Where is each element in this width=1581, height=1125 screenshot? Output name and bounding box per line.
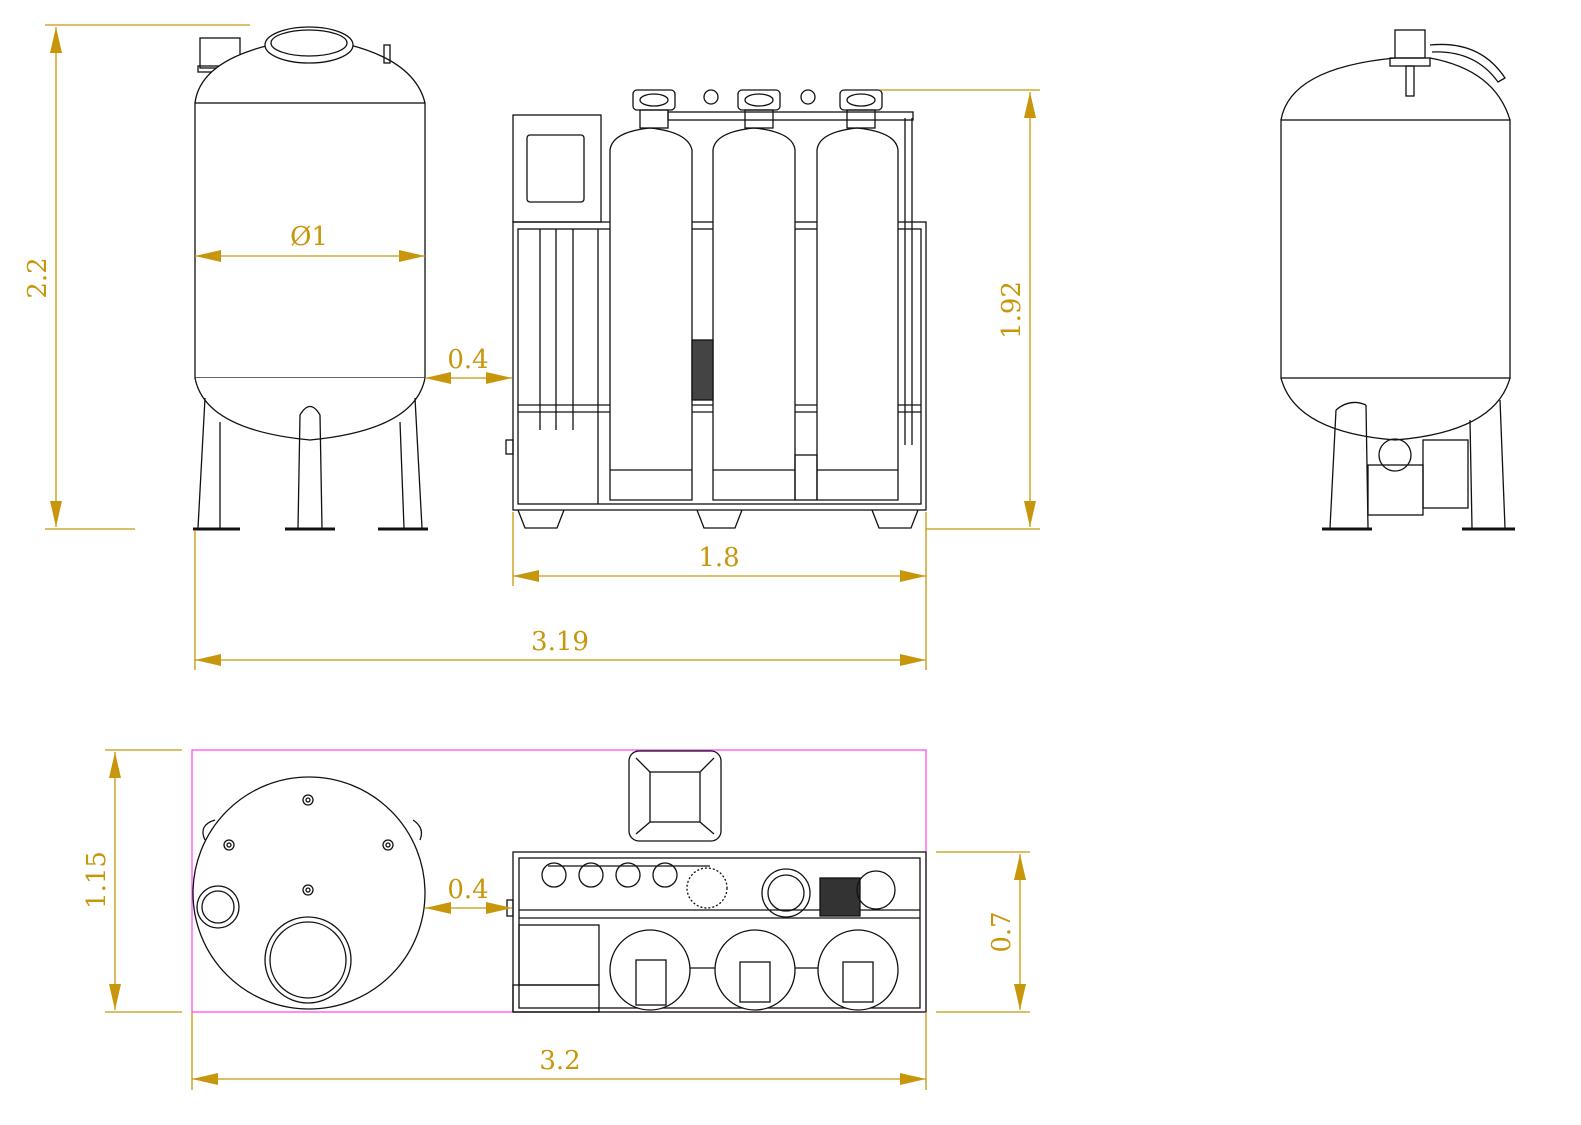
dim-unit-depth: 0.7 bbox=[987, 911, 1017, 952]
front-view-unit bbox=[505, 89, 927, 529]
dim-overall-depth: 1.15 bbox=[82, 851, 112, 909]
dim-unit-width: 1.8 bbox=[698, 543, 739, 573]
dim-gap-top: 0.4 bbox=[447, 875, 488, 905]
dim-tank-height: 2.2 bbox=[23, 257, 53, 298]
dim-overall-length-front: 3.19 bbox=[531, 627, 589, 657]
dim-overall-length-top: 3.2 bbox=[539, 1046, 580, 1076]
front-view-tank bbox=[193, 26, 428, 531]
top-view bbox=[191, 749, 927, 1013]
side-view-tank bbox=[1280, 29, 1515, 531]
dimension-lines bbox=[45, 24, 1040, 1090]
dim-tank-diameter: Ø1 bbox=[290, 222, 328, 252]
dimension-labels: 2.2 Ø1 0.4 1.92 1.8 3.19 1.15 0.4 0.7 3.… bbox=[23, 222, 1027, 1076]
dim-gap-front: 0.4 bbox=[447, 345, 488, 375]
dim-unit-height: 1.92 bbox=[997, 281, 1027, 339]
